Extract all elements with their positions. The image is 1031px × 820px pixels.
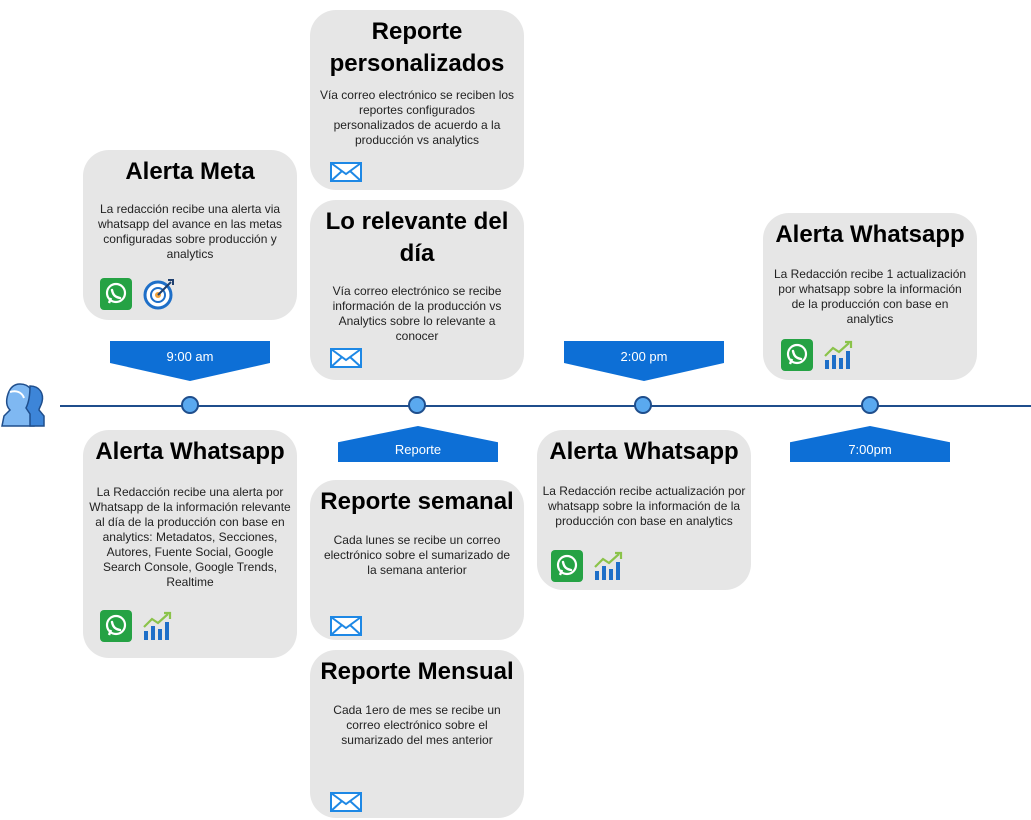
analytics-chart-icon	[593, 551, 623, 586]
mail-icon	[330, 792, 362, 817]
timeline-line	[60, 405, 1031, 407]
card-title: Reporte semanal	[320, 488, 514, 515]
mail-icon	[330, 162, 362, 187]
mail-icon	[330, 616, 362, 641]
analytics-chart-icon	[823, 340, 853, 375]
card-title: Alerta Whatsapp	[549, 438, 739, 465]
card-title: Reporte personalizados	[329, 18, 505, 77]
time-banner-7pm: 7:00pm	[790, 426, 950, 462]
timeline-dot-2	[408, 396, 426, 414]
whatsapp-icon	[551, 550, 583, 587]
card-alerta-whatsapp-9am: Alerta Whatsapp La Redacción recibe una …	[83, 430, 297, 658]
analytics-chart-icon	[142, 611, 172, 646]
time-banner-reporte: Reporte	[338, 426, 498, 462]
whatsapp-icon	[781, 339, 813, 376]
card-alerta-whatsapp-2pm: Alerta Whatsapp La Redacción recibe actu…	[537, 430, 751, 590]
time-banner-2pm: 2:00 pm	[564, 341, 724, 381]
card-alerta-whatsapp-7pm: Alerta Whatsapp La Redacción recibe 1 ac…	[763, 213, 977, 380]
card-lo-relevante: Lo relevante del día Vía correo electrón…	[310, 200, 524, 380]
card-title: Alerta Whatsapp	[95, 438, 285, 465]
card-description: La Redacción recibe 1 actualización por …	[773, 267, 967, 326]
time-banner-9am: 9:00 am	[110, 341, 270, 381]
timeline-dot-3	[634, 396, 652, 414]
card-title: Reporte Mensual	[320, 658, 514, 685]
target-icon	[142, 277, 176, 316]
whatsapp-icon	[100, 278, 132, 315]
card-alerta-meta: Alerta Meta La redacción recibe una aler…	[83, 150, 297, 320]
card-reporte-mensual: Reporte Mensual Cada 1ero de mes se reci…	[310, 650, 524, 818]
card-title: Lo relevante del día	[325, 208, 509, 267]
card-description: La Redacción recibe actualización por wh…	[542, 484, 746, 528]
card-description: Vía correo electrónico se recibe informa…	[332, 284, 502, 343]
mail-icon	[330, 348, 362, 373]
whatsapp-icon	[100, 610, 132, 647]
card-description: Cada 1ero de mes se recibe un correo ele…	[333, 703, 501, 747]
timeline-dot-4	[861, 396, 879, 414]
people-icon	[0, 378, 52, 435]
card-description: Cada lunes se recibe un correo electróni…	[323, 533, 511, 577]
card-title: Alerta Whatsapp	[775, 221, 965, 248]
card-description: La redacción recibe una alerta via whats…	[97, 202, 283, 261]
card-reporte-personalizados: Reporte personalizados Vía correo electr…	[310, 10, 524, 190]
card-description: La Redacción recibe una alerta por Whats…	[89, 485, 291, 589]
card-reporte-semanal: Reporte semanal Cada lunes se recibe un …	[310, 480, 524, 640]
card-title: Alerta Meta	[125, 158, 255, 185]
card-description: Vía correo electrónico se reciben los re…	[319, 88, 515, 147]
timeline-dot-1	[181, 396, 199, 414]
